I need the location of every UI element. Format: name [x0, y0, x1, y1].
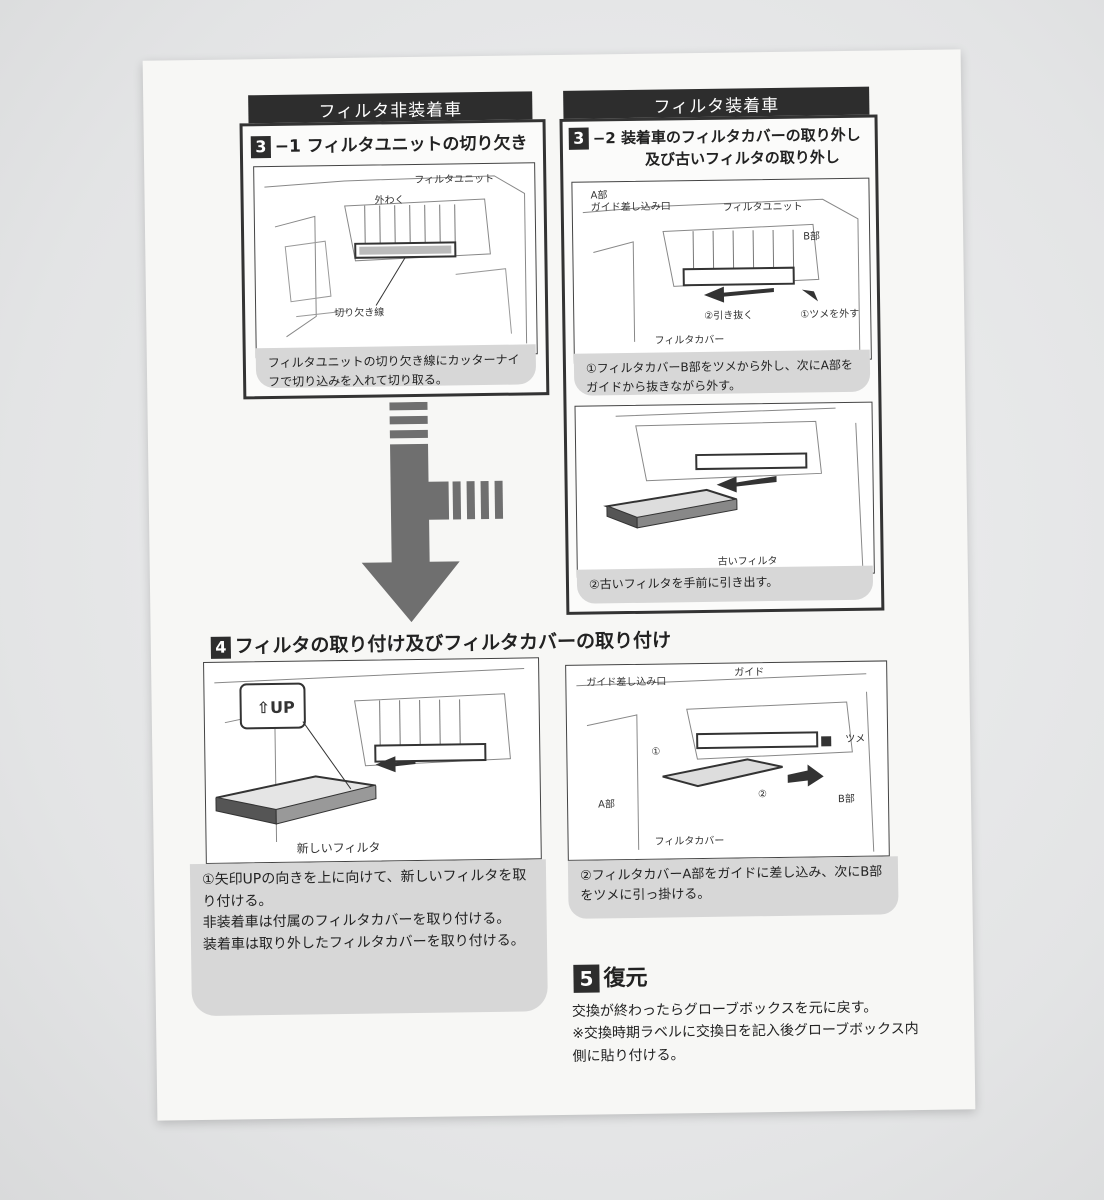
up-arrow-label: ⇧UP	[256, 697, 295, 718]
label-step-2: ②	[757, 789, 767, 801]
label-new-filter: 新しいフィルタ	[296, 840, 381, 856]
label-step-1: ①	[651, 746, 661, 758]
label-release-tab: ①ツメを外す	[800, 308, 860, 321]
caption-3-2-2: ②古いフィルタを手前に引き出す。	[576, 565, 874, 604]
caption-3-2-1: ①フィルタカバーB部をツメから外し、次にA部をガイドから抜きながら外す。	[573, 349, 871, 396]
label-old-filter: 古いフィルタ	[717, 555, 778, 568]
label-guide-slot: ガイド差し込み口	[590, 201, 671, 214]
cover-install-drawing	[576, 673, 875, 852]
old-filter-drawing	[603, 407, 864, 568]
caption-3-1: フィルタユニットの切り欠き線にカッターナイフで切り込みを入れて切り取る。	[255, 344, 537, 389]
section-3-1-title: 3−1 フィルタユニットの切り欠き	[250, 128, 528, 159]
section-5-text: 交換が終わったらグローブボックスを元に戻す。 ※交換時期ラベルに交換日を記入後グ…	[571, 999, 919, 1065]
label-guide-slot-2: ガイド差し込み口	[586, 676, 667, 689]
illustration-4-filter: ⇧UP 新しいフィルタ	[203, 657, 542, 864]
section-3-2-title-line2: 及び古いフィルタの取り外し	[644, 148, 840, 169]
label-filter-cover: フィルタカバー	[654, 334, 725, 347]
new-filter-drawing	[214, 667, 525, 842]
section-3-2: 3−2 装着車のフィルタカバーの取り外し 及び古いフィルタの取り外し A部 ガイ…	[559, 114, 885, 615]
instruction-sheet: フィルタ非装着車 フィルタ装着車 3−1 フィルタユニットの切り欠き フィルタユ…	[142, 49, 976, 1121]
label-pull-out: ②引き抜く	[704, 310, 754, 322]
dashboard-drawing-2	[582, 198, 861, 354]
label-a-part-2: A部	[597, 799, 615, 811]
section-3-1: 3−1 フィルタユニットの切り欠き フィルタユニット 外わく 切り欠き線 フィル…	[239, 119, 550, 400]
caption-4-1: ①矢印UPの向きを上に向けて、新しいフィルタを取り付ける。 非装着車は付属のフィ…	[189, 859, 548, 1017]
label-guide: ガイド	[734, 667, 765, 679]
caption-4-2: ②フィルタカバーA部をガイドに差し込み、次にB部をツメに引っ掛ける。	[567, 856, 899, 919]
label-b-part: B部	[803, 231, 821, 243]
label-tab: ツメ	[845, 733, 866, 746]
label-notch-line: 切り欠き線	[334, 307, 385, 320]
label-filter-unit-2: フィルタユニット	[722, 201, 803, 214]
label-filter-unit: フィルタユニット	[414, 173, 495, 186]
illustration-3-2-cover: A部 ガイド差し込み口 フィルタユニット B部 ②引き抜く ①ツメを外す フィル…	[571, 177, 872, 364]
flow-arrow	[361, 401, 504, 623]
illustration-3-2-old-filter: 古いフィルタ	[574, 401, 875, 578]
illustration-4-cover: ガイド差し込み口 ガイド ツメ ① ② A部 B部 フィルタカバー	[565, 660, 890, 861]
label-b-part-2: B部	[837, 793, 855, 806]
dashboard-drawing	[264, 175, 528, 344]
label-outer-frame: 外わく	[374, 195, 405, 207]
illustration-3-1: フィルタユニット 外わく 切り欠き線	[253, 162, 538, 359]
label-filter-cover-2: フィルタカバー	[654, 835, 725, 848]
